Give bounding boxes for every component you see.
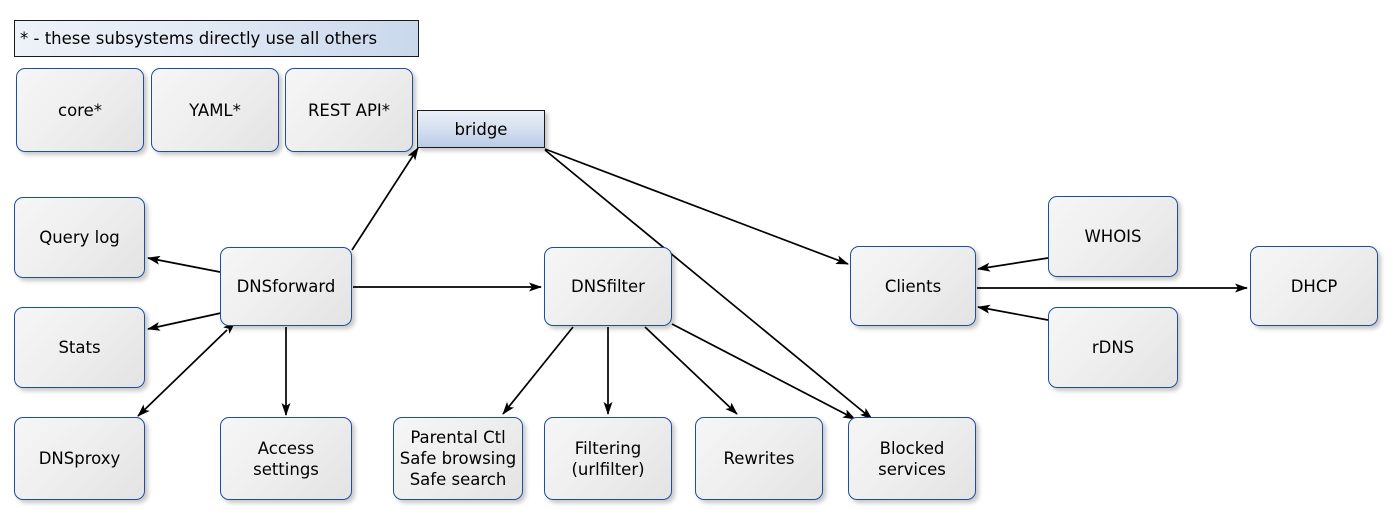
edge-dnsfilter-to-blocked bbox=[671, 323, 856, 420]
node-dnsforward[interactable]: DNSforward bbox=[220, 247, 352, 326]
node-dhcp[interactable]: DHCP bbox=[1250, 246, 1378, 326]
node-dnsfilter[interactable]: DNSfilter bbox=[544, 247, 672, 326]
edge-dnsforward-to-querylog bbox=[147, 255, 221, 273]
node-querylog[interactable]: Query log bbox=[14, 197, 145, 278]
edge-rdns-to-clients bbox=[977, 304, 1049, 321]
node-access[interactable]: Access settings bbox=[220, 417, 352, 500]
edge-whois-to-clients bbox=[977, 257, 1049, 272]
edge-dnsfilter-to-rewrites bbox=[644, 326, 738, 415]
node-blocked[interactable]: Blocked services bbox=[848, 417, 976, 500]
node-restapi[interactable]: REST API* bbox=[285, 68, 413, 152]
node-stats[interactable]: Stats bbox=[14, 307, 145, 388]
node-rdns[interactable]: rDNS bbox=[1048, 307, 1178, 388]
edge-dnsforward-to-stats bbox=[147, 312, 222, 331]
node-yaml[interactable]: YAML* bbox=[151, 68, 279, 152]
node-dnsproxy[interactable]: DNSproxy bbox=[14, 417, 145, 500]
edge-dnsforward-to-bridge bbox=[351, 147, 419, 251]
node-clients[interactable]: Clients bbox=[850, 246, 976, 326]
edge-dnsfilter-to-parental bbox=[502, 326, 574, 415]
legend-note: * - these subsystems directly use all ot… bbox=[14, 20, 419, 57]
node-rewrites[interactable]: Rewrites bbox=[695, 417, 823, 500]
node-parental[interactable]: Parental Ctl Safe browsing Safe search bbox=[393, 417, 523, 500]
node-core[interactable]: core* bbox=[16, 68, 144, 152]
node-whois[interactable]: WHOIS bbox=[1048, 196, 1178, 277]
edge-dnsforward-to-dnsproxy bbox=[137, 321, 236, 417]
node-filtering[interactable]: Filtering (urlfilter) bbox=[544, 417, 672, 500]
node-bridge[interactable]: bridge bbox=[417, 110, 545, 148]
